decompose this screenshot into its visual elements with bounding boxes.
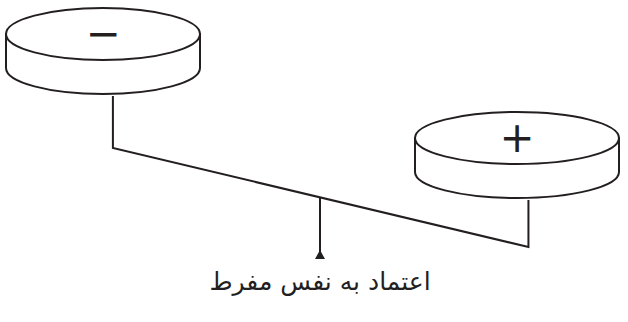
caption-label: اعتماد به نفس مفرط <box>209 266 430 299</box>
balance-pan: − <box>4 6 202 96</box>
sign-symbol: − <box>85 13 120 55</box>
sign-symbol: + <box>499 117 534 159</box>
fulcrum-post <box>319 198 321 252</box>
balance-pan: + <box>413 110 621 200</box>
fulcrum-pivot <box>315 250 325 259</box>
pan-top <box>415 112 619 164</box>
pan-top <box>6 8 200 60</box>
